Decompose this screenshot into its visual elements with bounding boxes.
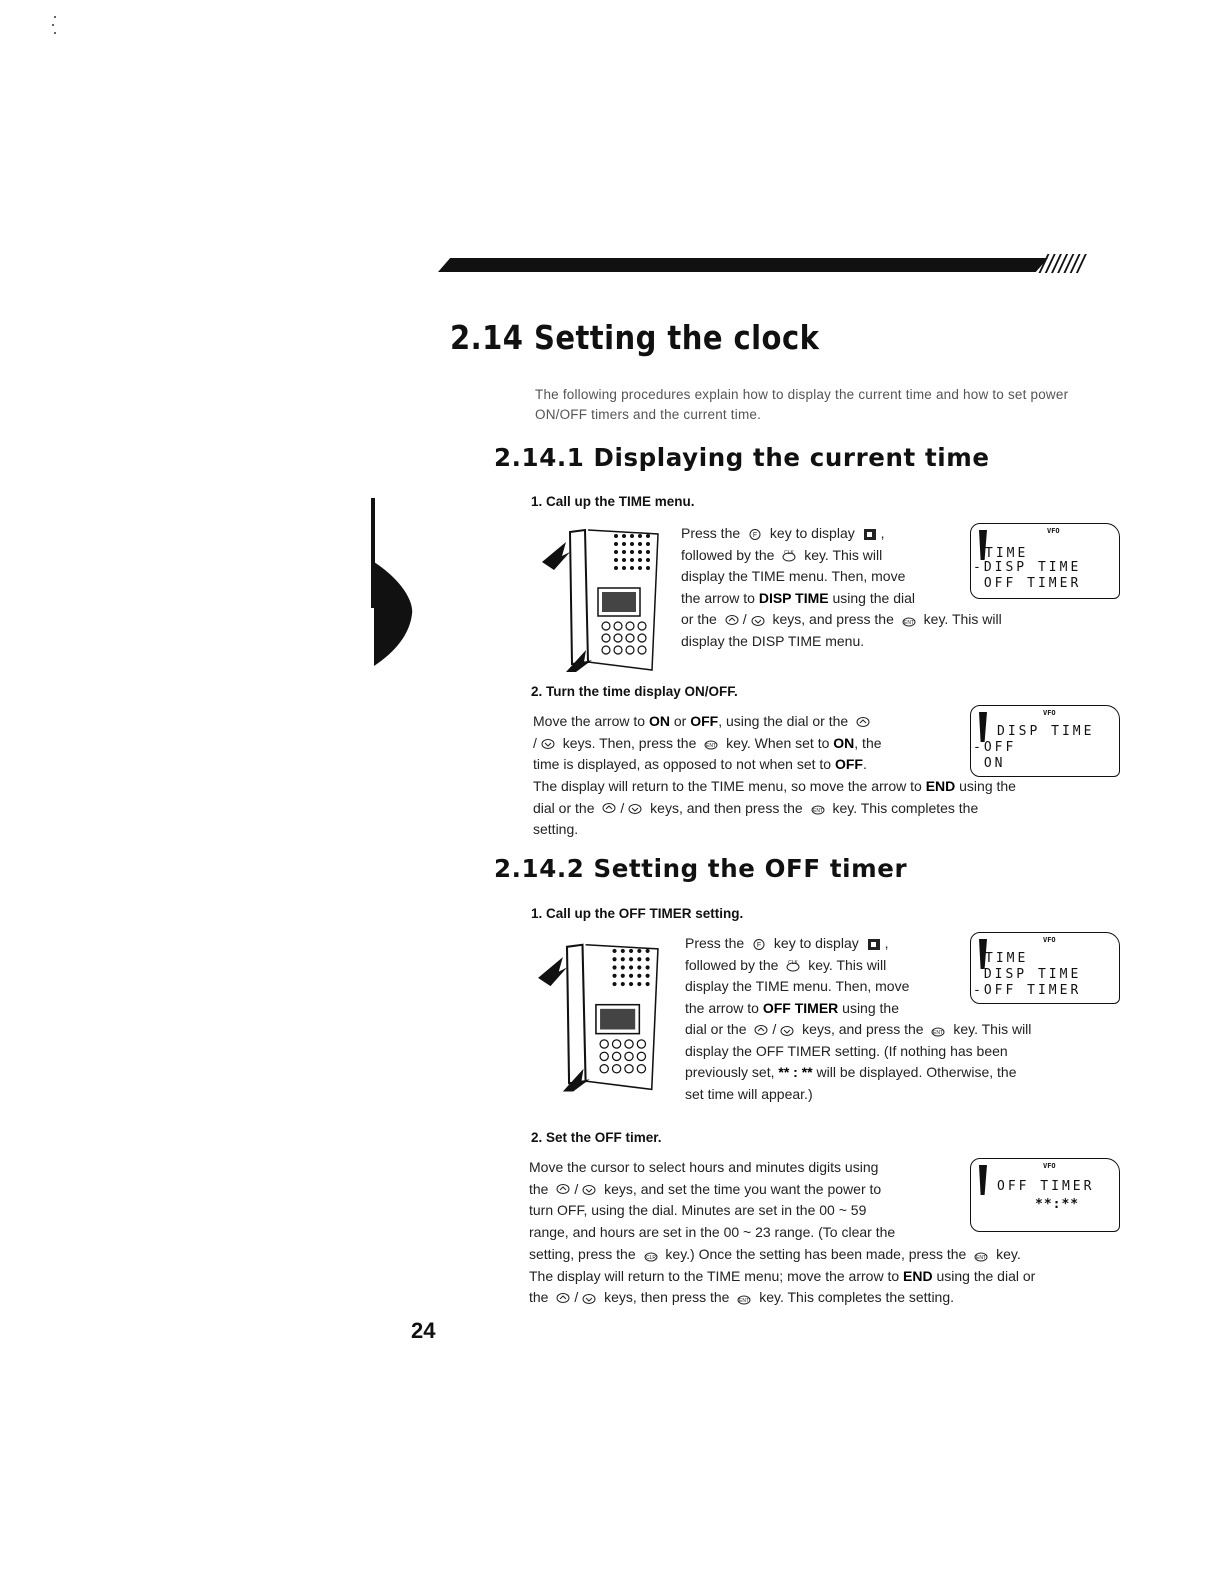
menu-display-icon bbox=[861, 528, 879, 541]
f-key-icon: F bbox=[746, 528, 764, 541]
radio-illustration bbox=[538, 943, 659, 1092]
step-text: Move the arrow to ON or OFF, using the d… bbox=[533, 713, 882, 772]
up-key-icon bbox=[600, 802, 618, 815]
chapter-tab-marker bbox=[374, 562, 413, 666]
up-key-icon bbox=[854, 716, 872, 729]
f-key-icon: F bbox=[750, 938, 768, 951]
svg-text:ENT: ENT bbox=[706, 743, 716, 749]
header-slashes: /////// bbox=[1040, 249, 1085, 279]
up-key-icon bbox=[723, 614, 741, 627]
down-key-icon bbox=[626, 802, 644, 815]
up-key-icon bbox=[554, 1292, 572, 1305]
step-text-cont: or the / keys, and press the ENT key. Th… bbox=[681, 611, 1002, 649]
clock-key-icon: CLK bbox=[780, 549, 798, 562]
svg-text:ENT: ENT bbox=[739, 1298, 749, 1304]
section-title: 2.14 Setting the clock bbox=[450, 318, 820, 357]
step-heading: 1. Call up the TIME menu. bbox=[531, 494, 695, 509]
down-key-icon bbox=[778, 1024, 796, 1037]
svg-text:ENT: ENT bbox=[933, 1030, 943, 1036]
svg-text:F: F bbox=[757, 942, 761, 949]
svg-text:ENT: ENT bbox=[904, 620, 914, 626]
radio-illustration bbox=[542, 528, 659, 672]
down-key-icon bbox=[539, 737, 557, 750]
step-text: Move the cursor to select hours and minu… bbox=[529, 1159, 896, 1240]
ent-key-icon: ENT bbox=[900, 614, 918, 627]
lcd-display: VFO TIME -DISP TIME OFF TIMER bbox=[970, 523, 1120, 599]
subsection-title-off-timer: 2.14.2 Setting the OFF timer bbox=[494, 854, 908, 883]
scan-artifact bbox=[52, 16, 58, 36]
lcd-display: VFO TIME DISP TIME -OFF TIMER bbox=[970, 932, 1120, 1004]
ent-key-icon: ENT bbox=[702, 737, 720, 750]
svg-text:ENT: ENT bbox=[976, 1255, 986, 1261]
unset-time-placeholder: ** : ** bbox=[778, 1064, 813, 1080]
step-text: Press the F key to display , followed by… bbox=[681, 525, 915, 606]
ent-key-icon: ENT bbox=[809, 802, 827, 815]
down-key-icon bbox=[580, 1183, 598, 1196]
section-intro: The following procedures explain how to … bbox=[535, 387, 1069, 422]
clock-key-icon: CLK bbox=[784, 959, 802, 972]
svg-text:CLK: CLK bbox=[788, 960, 798, 966]
lcd-display: VFO DISP TIME -OFF ON bbox=[970, 705, 1120, 777]
down-key-icon bbox=[580, 1292, 598, 1305]
page-number: 24 bbox=[411, 1318, 436, 1343]
lcd-display: VFO OFF TIMER **:** bbox=[970, 1158, 1120, 1232]
step-text-cont: setting, press the CLR key.) Once the se… bbox=[529, 1246, 1036, 1305]
svg-text:F: F bbox=[753, 532, 757, 539]
step-text-cont: The display will return to the TIME menu… bbox=[533, 778, 1016, 837]
svg-text:CLK: CLK bbox=[784, 550, 794, 556]
subsection-title-display-time: 2.14.1 Displaying the current time bbox=[494, 443, 990, 472]
step-heading: 2. Set the OFF timer. bbox=[531, 1130, 662, 1145]
ent-key-icon: ENT bbox=[929, 1024, 947, 1037]
clr-key-icon: CLR bbox=[642, 1249, 660, 1262]
up-key-icon bbox=[752, 1024, 770, 1037]
up-key-icon bbox=[554, 1183, 572, 1196]
step-text: Press the F key to display , followed by… bbox=[685, 935, 910, 1016]
down-key-icon bbox=[749, 614, 767, 627]
header-rule bbox=[438, 258, 1048, 272]
step-text-cont: dial or the / keys, and press the ENT ke… bbox=[685, 1021, 1032, 1102]
svg-text:ENT: ENT bbox=[813, 808, 823, 814]
step-heading: 1. Call up the OFF TIMER setting. bbox=[531, 906, 744, 921]
ent-key-icon: ENT bbox=[735, 1292, 753, 1305]
svg-text:CLR: CLR bbox=[646, 1255, 656, 1261]
margin-rule bbox=[371, 498, 375, 608]
menu-display-icon bbox=[865, 938, 883, 951]
ent-key-icon: ENT bbox=[972, 1249, 990, 1262]
step-heading: 2. Turn the time display ON/OFF. bbox=[531, 684, 738, 699]
